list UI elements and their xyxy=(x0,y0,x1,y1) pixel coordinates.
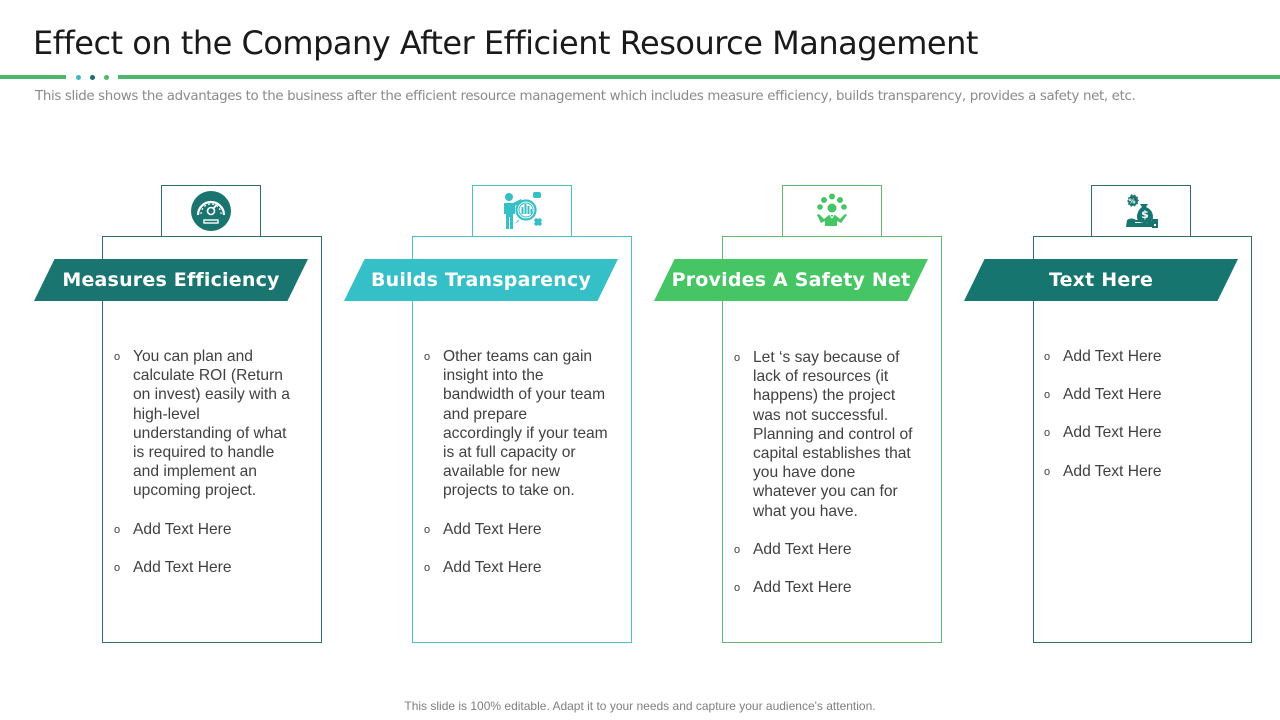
svg-text:%: % xyxy=(1128,198,1135,206)
bullet-icon: o xyxy=(1044,351,1051,363)
card-heading-banner: Builds Transparency xyxy=(344,259,618,301)
bullet-icon: o xyxy=(424,561,431,574)
bullet-icon: o xyxy=(734,582,741,595)
bullet-icon: o xyxy=(734,352,741,364)
presenter-analytics-icon xyxy=(504,192,542,229)
speedometer-icon xyxy=(191,191,231,231)
bullet-icon: o xyxy=(424,351,431,363)
icon-box: % $ xyxy=(1091,185,1191,236)
card-heading: Measures Efficiency xyxy=(62,269,280,291)
card-heading: Text Here xyxy=(1048,269,1154,291)
svg-text:$: $ xyxy=(1141,208,1149,221)
bullet-icon: o xyxy=(114,523,121,536)
slide-title: Effect on the Company After Efficient Re… xyxy=(33,24,978,62)
card-panel xyxy=(722,236,942,643)
bullet-icon: o xyxy=(734,543,741,556)
card-heading: Provides A Safety Net xyxy=(671,269,911,291)
bullet-icon: o xyxy=(1044,465,1051,478)
title-rule-dot xyxy=(76,75,81,80)
title-rule-dot xyxy=(90,75,95,80)
slide-footer: This slide is 100% editable. Adapt it to… xyxy=(404,699,876,713)
bullet-icon: o xyxy=(114,351,121,363)
card-heading-banner: Measures Efficiency xyxy=(34,259,308,301)
title-rule-right xyxy=(118,75,1280,79)
icon-box xyxy=(472,185,572,236)
card-heading-banner: Provides A Safety Net xyxy=(654,259,928,301)
bullet-icon: o xyxy=(114,561,121,574)
icon-box xyxy=(161,185,261,236)
bullet-icon: o xyxy=(1044,389,1051,402)
hand-money-bag-icon: % $ xyxy=(1126,194,1158,228)
card-panel xyxy=(412,236,632,643)
bullet-icon: o xyxy=(1044,427,1051,440)
card-panel xyxy=(102,236,322,643)
title-rule-left xyxy=(0,75,66,79)
bullet-icon: o xyxy=(424,523,431,536)
card-panel xyxy=(1033,236,1252,643)
slide-subtitle: This slide shows the advantages to the b… xyxy=(35,89,1136,104)
icon-box xyxy=(782,185,882,236)
card-heading: Builds Transparency xyxy=(370,269,592,291)
juggling-person-icon xyxy=(817,193,847,226)
card-heading-banner: Text Here xyxy=(964,259,1238,301)
title-rule-dot xyxy=(104,75,109,80)
